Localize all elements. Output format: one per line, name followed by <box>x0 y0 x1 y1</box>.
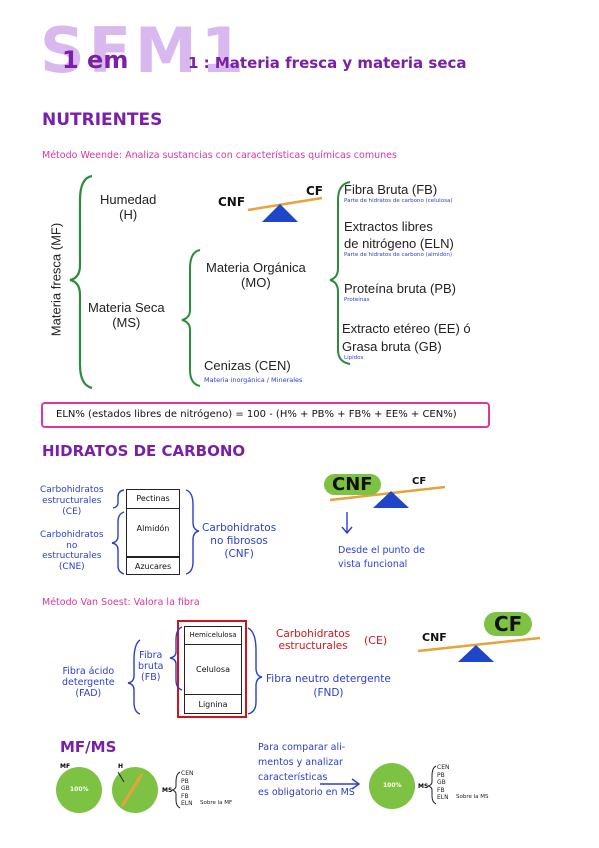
funcional-note: Desde el punto de vista funcional <box>338 545 426 570</box>
stack-lignina: Lignina <box>185 694 241 714</box>
sobre-mf: Sobre la MF <box>200 800 233 806</box>
mo-label: Materia Orgánica <box>206 260 306 275</box>
brace-ms <box>181 249 201 387</box>
session-label: 1 em <box>62 46 129 74</box>
balance1-cnf: CNF <box>218 195 246 209</box>
ms-label-1: MS <box>162 787 173 794</box>
brace-fad <box>127 639 141 715</box>
stack-celulosa: Celulosa <box>185 644 241 695</box>
stack-almidon: Almidón <box>127 508 179 553</box>
page-title: 1 : Materia fresca y materia seca <box>188 54 467 72</box>
stack-pectinas: Pectinas <box>136 494 170 503</box>
stack-azucares: Azucares <box>127 556 179 576</box>
carbohidratos-stack: Pectinas Almidón Azucares <box>126 489 180 575</box>
proteina-bruta: Proteína bruta (PB) <box>344 281 456 296</box>
mf-vertical-label: Materia fresca (MF) <box>48 222 64 337</box>
metodo-weende: Método Weende: Analiza sustancias con ca… <box>42 150 397 161</box>
cenizas: Cenizas (CEN) <box>204 358 291 373</box>
balance3-cnf: CNF <box>422 631 447 644</box>
circle-ms <box>369 763 415 809</box>
balance2-fulcrum <box>373 491 409 508</box>
balance2-beam <box>329 485 446 502</box>
mfms-note: Para comparar ali- mentos y analizar car… <box>258 742 355 798</box>
materia-organica: Materia Orgánica (MO) <box>206 260 306 290</box>
balance3-fulcrum <box>458 645 494 662</box>
brace-mf <box>69 174 93 390</box>
balance1-beam <box>247 196 323 212</box>
ms-label: Materia Seca <box>88 300 165 315</box>
fibra-bruta: Fibra Bruta (FB) <box>344 182 438 197</box>
list-ms: CEN PB GB FB ELN <box>437 764 450 801</box>
brace-cnf <box>185 489 200 575</box>
brace-fb <box>169 626 183 691</box>
circle-h-slash <box>120 773 144 807</box>
cenizas-note: Materia inorgánica / Minerales <box>204 376 303 384</box>
fibra-bruta-note: Parte de hidratos de carbono (celulosa) <box>344 198 453 204</box>
ce-red-abbr: (CE) <box>364 634 388 647</box>
brace-cne <box>111 511 125 575</box>
eln-line2: de nitrógeno (ELN) <box>344 236 454 251</box>
sobre-ms: Sobre la MS <box>456 794 489 800</box>
brace-ce <box>112 489 125 509</box>
ce-label: Carbohidratos estructurales (CE) <box>40 485 104 517</box>
brace-fnd <box>247 627 263 715</box>
ee-note: Lípidos <box>344 355 364 361</box>
metodo-van-soest: Método Van Soest: Valora la fibra <box>42 597 200 608</box>
cnf-label: Carbohidratos no fibrosos (CNF) <box>202 522 277 560</box>
cne-label: Carbohidratos no estructurales (CNE) <box>40 530 104 572</box>
heading-nutrientes: NUTRIENTES <box>42 110 163 130</box>
balance1-fulcrum <box>262 204 298 222</box>
ce-red-label: Carbohidratos estructurales <box>276 628 351 652</box>
balance3-beam <box>417 636 541 653</box>
ee-line1: Extracto etéreo (EE) ó <box>342 321 471 336</box>
balance2-cf: CF <box>412 476 427 487</box>
circle2-tag: H <box>118 763 124 770</box>
mo-abbr: (MO) <box>241 275 271 290</box>
extracto-etereo: Extracto etéreo (EE) ó Grasa bruta (GB) <box>342 320 471 356</box>
balance1-cf: CF <box>306 184 324 198</box>
formula-eln: ELN% (estados libres de nitrógeno) = 100… <box>56 409 457 420</box>
heading-hidratos: HIDRATOS DE CARBONO <box>42 442 246 460</box>
stack-hemicelulosa: Hemicelulosa <box>189 631 237 639</box>
circle1-pct: 100% <box>70 786 89 793</box>
circle1-tag: MF <box>60 763 71 770</box>
humedad: Humedad (H) <box>100 192 156 222</box>
materia-seca: Materia Seca (MS) <box>88 300 165 330</box>
van-soest-frame <box>177 620 247 718</box>
fad-label: Fibra ácido detergente (FAD) <box>62 666 115 699</box>
ms-label-2: MS <box>418 783 429 790</box>
circle-mf <box>56 767 102 813</box>
heading-mfms: MF/MS <box>60 738 117 756</box>
list-mf: CEN PB GB FB ELN <box>181 770 194 807</box>
fb-label: Fibra bruta (FB) <box>138 650 164 683</box>
eln-line1: Extractos libres <box>344 219 433 234</box>
ee-line2: Grasa bruta (GB) <box>342 339 442 354</box>
circle3-pct: 100% <box>383 782 402 789</box>
proteina-note: Proteínas <box>344 297 370 303</box>
fnd-label: Fibra neutro detergente (FND) <box>266 673 391 699</box>
eln: Extractos libres de nitrógeno (ELN) <box>344 218 454 252</box>
van-soest-stack: Hemicelulosa Celulosa Lignina <box>184 626 242 714</box>
brace-mo <box>329 181 351 365</box>
humedad-label: Humedad <box>100 192 157 207</box>
balance2-cnf: CNF <box>324 474 381 495</box>
watermark-sfm1: SFM1 <box>40 14 248 87</box>
ms-abbr: (MS) <box>112 315 141 330</box>
eln-note: Parte de hidratos de carbono (almidón) <box>344 252 453 258</box>
humedad-abbr: (H) <box>119 207 138 222</box>
formula-box <box>41 402 490 428</box>
balance3-cf: CF <box>484 612 533 636</box>
